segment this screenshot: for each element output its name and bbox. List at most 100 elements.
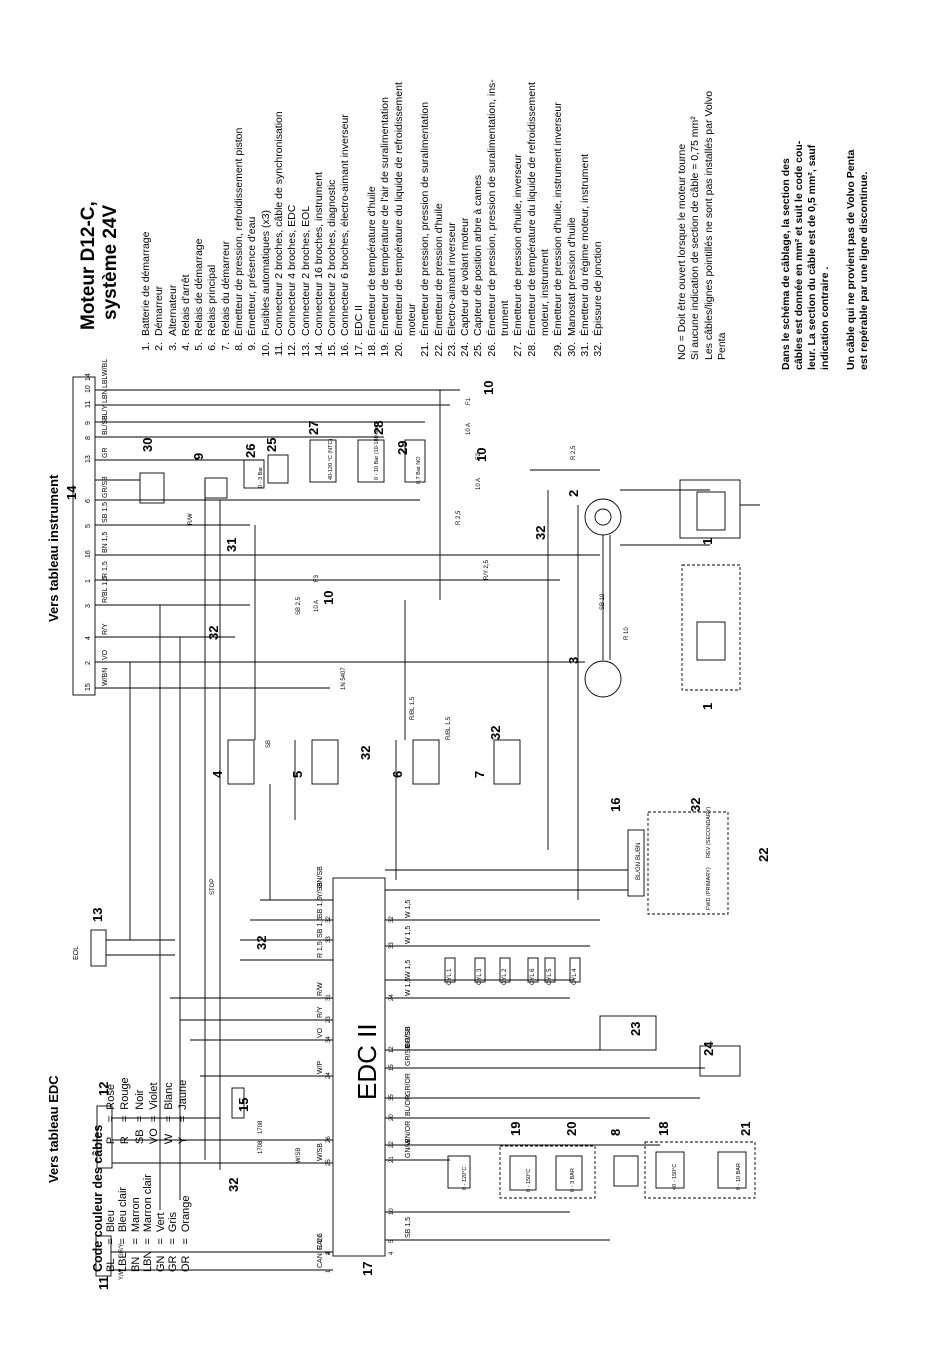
wire-label: W 1,5 [405, 960, 412, 978]
color-code-equals: = [177, 1115, 190, 1123]
legend-item-number: 2. [153, 342, 166, 351]
connector-13-box [90, 929, 107, 967]
color-code-equals: = [104, 1238, 117, 1245]
legend-item-label: Capteur de volant moteur [459, 217, 472, 336]
legend-item: 13. Connecteur 2 broches, EOL [300, 79, 313, 360]
edc-pin-bottom: 22 [389, 1141, 395, 1148]
edc-pin-bottom: 15 [389, 1064, 395, 1071]
color-code-row: R=Rouge [119, 1071, 134, 1144]
connector-14-pin: 10 [85, 385, 92, 393]
color-code-equals: = [119, 1115, 132, 1123]
legend-item: 23.Électro-aimant inverseur [446, 79, 459, 360]
wire-label: W/BL [102, 359, 109, 376]
legend-item-label: Relais de démarrage [193, 238, 206, 336]
wire-label: R 10 [624, 627, 630, 640]
legend-item-label: Connecteur 4 broches, EDC [286, 204, 299, 336]
wire-label: GR/SB [102, 476, 109, 498]
wire-label: 1708 [258, 1140, 264, 1154]
page-title: Moteur D12-C, système 24V [78, 201, 122, 330]
legend-item: 32. Épissure de jonction [592, 79, 605, 360]
sender-8 [613, 1155, 639, 1187]
color-code-equals: = [133, 1115, 146, 1123]
edc-pin-top: 24 [326, 1072, 332, 1079]
note-dashed-1: Les câbles/lignes pointillés ne sont pas… [702, 90, 715, 360]
component-callout: 10 [481, 381, 496, 395]
legend-item: 5.Relais de démarrage [193, 79, 206, 360]
component-callout: 3 [566, 657, 581, 664]
bold-note-1-l1: Dans le schéma de câblage, la section de… [780, 158, 792, 370]
color-code-equals: = [142, 1238, 154, 1245]
legend-item: 8.Émetteur de pression, refroidissement … [233, 79, 246, 360]
legend-item: 7.Relais du démarreur [220, 79, 233, 360]
injector-cyl3 [474, 957, 486, 983]
color-code-equals: = [104, 1115, 117, 1123]
legend-item-label: Connecteur 2 broches, EOL [299, 205, 312, 336]
wire-label: GR/Y [119, 1243, 125, 1258]
legend-item-number: 15. [326, 342, 339, 357]
component-callout: 28 [371, 421, 386, 435]
connector-15-box [231, 1087, 245, 1119]
color-code-abbr: GR [167, 1255, 179, 1273]
component-callout: 30 [140, 438, 155, 452]
wire-label: R 2,5 [571, 445, 577, 460]
wire-label: GN/SB [317, 866, 324, 888]
sender-19-box [499, 1145, 596, 1199]
diode-label: 1N 5407 [341, 667, 347, 690]
component-callout: 32 [533, 526, 548, 540]
color-code-abbr: LBL [117, 1252, 129, 1272]
edc-pin-top: 32 [326, 916, 332, 923]
component-callout: 16 [608, 798, 623, 812]
starter-motor [584, 498, 622, 536]
sensor-24 [599, 1015, 657, 1051]
notes: NO = Doit être ouvert lorsque le moteur … [676, 91, 729, 360]
color-code-equals: = [179, 1238, 192, 1245]
legend-item-number: 32. [592, 342, 605, 357]
edc-pin-bottom: 21 [389, 1156, 395, 1163]
component-callout: 22 [756, 848, 771, 862]
legend-item-number: 6. [206, 342, 219, 351]
legend-item-label: Épissure de jonction [592, 241, 605, 336]
component-callout: 26 [243, 444, 258, 458]
legend-item-number: 13. [299, 342, 312, 357]
color-code-name: Rose [104, 1084, 117, 1110]
edc-pin-bottom: 5 [389, 1239, 395, 1243]
bold-note-1-l4: indication contraire . [819, 266, 831, 370]
color-code-name: Jaune [177, 1079, 190, 1110]
wire-label: GN/W [405, 1139, 412, 1158]
wire-label: W 1,5 [405, 978, 412, 996]
sender-28 [309, 439, 337, 483]
legend-item-label: Fusibles automatiques (x3) [259, 209, 272, 336]
secondary-solenoid-label: REV (SECONDARY) [706, 807, 712, 858]
legend-item-label: Manostat pression d'huile [565, 217, 578, 336]
wire-label: 1708 [258, 1120, 264, 1134]
connector-14-pin: 4 [85, 636, 92, 640]
legend-item-number: 21. [419, 342, 432, 357]
color-code-name: Rouge [119, 1077, 132, 1110]
wire-label: R 2,5 [456, 510, 462, 525]
injector-cyl6 [527, 957, 539, 983]
edc-pin-top: 26 [326, 1136, 332, 1143]
wire-label: LBL [102, 375, 109, 388]
legend-item: 24.Capteur de volant moteur [459, 79, 472, 360]
connector-14-pin: 3 [85, 604, 92, 608]
color-code-row: P=Rose [105, 1071, 120, 1144]
legend-item-label: Relais d'arrêt [179, 274, 192, 336]
sender-20 [447, 1155, 471, 1189]
color-code-equals: = [162, 1115, 175, 1123]
color-code-name: Bleu clair [117, 1186, 129, 1233]
legend-item-continued: moteur, instrument [538, 249, 551, 336]
legend-item: 14.Connecteur 16 broches, instrument [313, 79, 326, 360]
legend-item: 6.Relais principal [206, 79, 219, 360]
injector-label: CYL 3 [477, 968, 483, 985]
color-code-row: GN=Vert [155, 1168, 168, 1272]
legend-item-label: Démarreur [153, 285, 166, 336]
bold-note-2-l2: est repérable par une ligne discontinue. [858, 171, 870, 370]
color-code-row: W=Blanc [163, 1071, 178, 1144]
relay-5 [311, 739, 339, 785]
bold-notes: Dans le schéma de câblage, la section de… [780, 141, 871, 370]
battery-cell-2 [696, 621, 726, 661]
legend-item: 30.Manostat pression d'huile [566, 79, 579, 360]
component-callout: 23 [628, 1022, 643, 1036]
component-callout: 1 [700, 703, 715, 710]
